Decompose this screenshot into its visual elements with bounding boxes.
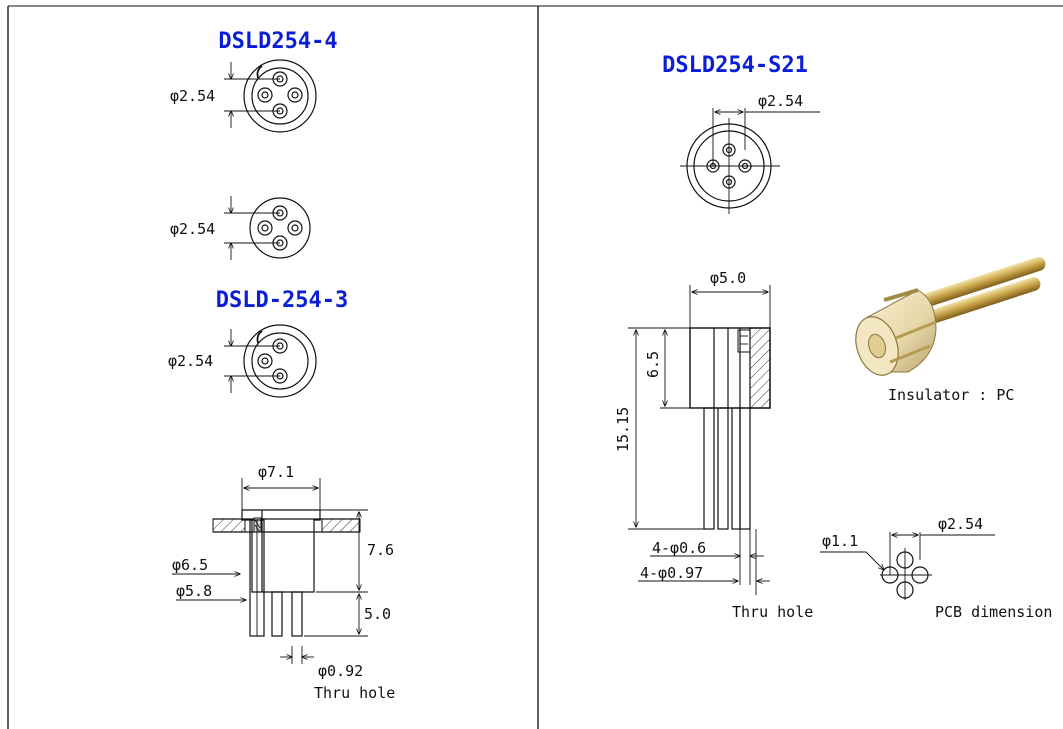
socket-cross-section <box>172 478 368 664</box>
dim-height-5-0: 5.0 <box>364 605 391 623</box>
dim-height-6-5: 6.5 <box>644 351 662 378</box>
dim-pitch-c: φ2.54 <box>168 352 213 370</box>
dim-pitch-a: φ2.54 <box>170 87 215 105</box>
pin-view-plain <box>224 196 311 260</box>
dim-height-7-6: 7.6 <box>367 541 394 559</box>
dim-hole-1-1: φ1.1 <box>822 532 858 550</box>
title-dsld254-s21: DSLD254-S21 <box>662 53 808 78</box>
label-insulator: Insulator : PC <box>888 386 1014 404</box>
dim-height-15-15: 15.15 <box>614 407 632 452</box>
dim-pitch-top: φ2.54 <box>758 92 803 110</box>
dim-diameter-7-1: φ7.1 <box>258 463 294 481</box>
socket-side-view <box>628 285 771 595</box>
dim-diameter-5-0: φ5.0 <box>710 269 746 287</box>
dim-diameter-5-8: φ5.8 <box>176 582 212 600</box>
dim-pitch-pcb: φ2.54 <box>938 515 983 533</box>
dim-pin-4x0-6: 4-φ0.6 <box>652 539 706 557</box>
label-thru-hole-left: Thru hole <box>314 684 395 702</box>
dim-pin-0-92: φ0.92 <box>318 662 363 680</box>
title-dsld-254-3: DSLD-254-3 <box>216 288 348 313</box>
label-pcb-dimension: PCB dimension <box>935 603 1052 621</box>
title-dsld254-4: DSLD254-4 <box>218 29 337 54</box>
dim-diameter-6-5: φ6.5 <box>172 556 208 574</box>
frame <box>7 5 1063 729</box>
dim-pitch-b: φ2.54 <box>170 220 215 238</box>
pin-view-dsld-254-3 <box>224 324 317 398</box>
socket-photo <box>855 257 1046 376</box>
pin-view-dsld254-4 <box>224 59 317 133</box>
pcb-footprint <box>820 532 995 600</box>
dim-hole-4x0-97: 4-φ0.97 <box>640 564 703 582</box>
label-thru-hole-right: Thru hole <box>732 603 813 621</box>
pin-view-s21 <box>680 108 820 214</box>
